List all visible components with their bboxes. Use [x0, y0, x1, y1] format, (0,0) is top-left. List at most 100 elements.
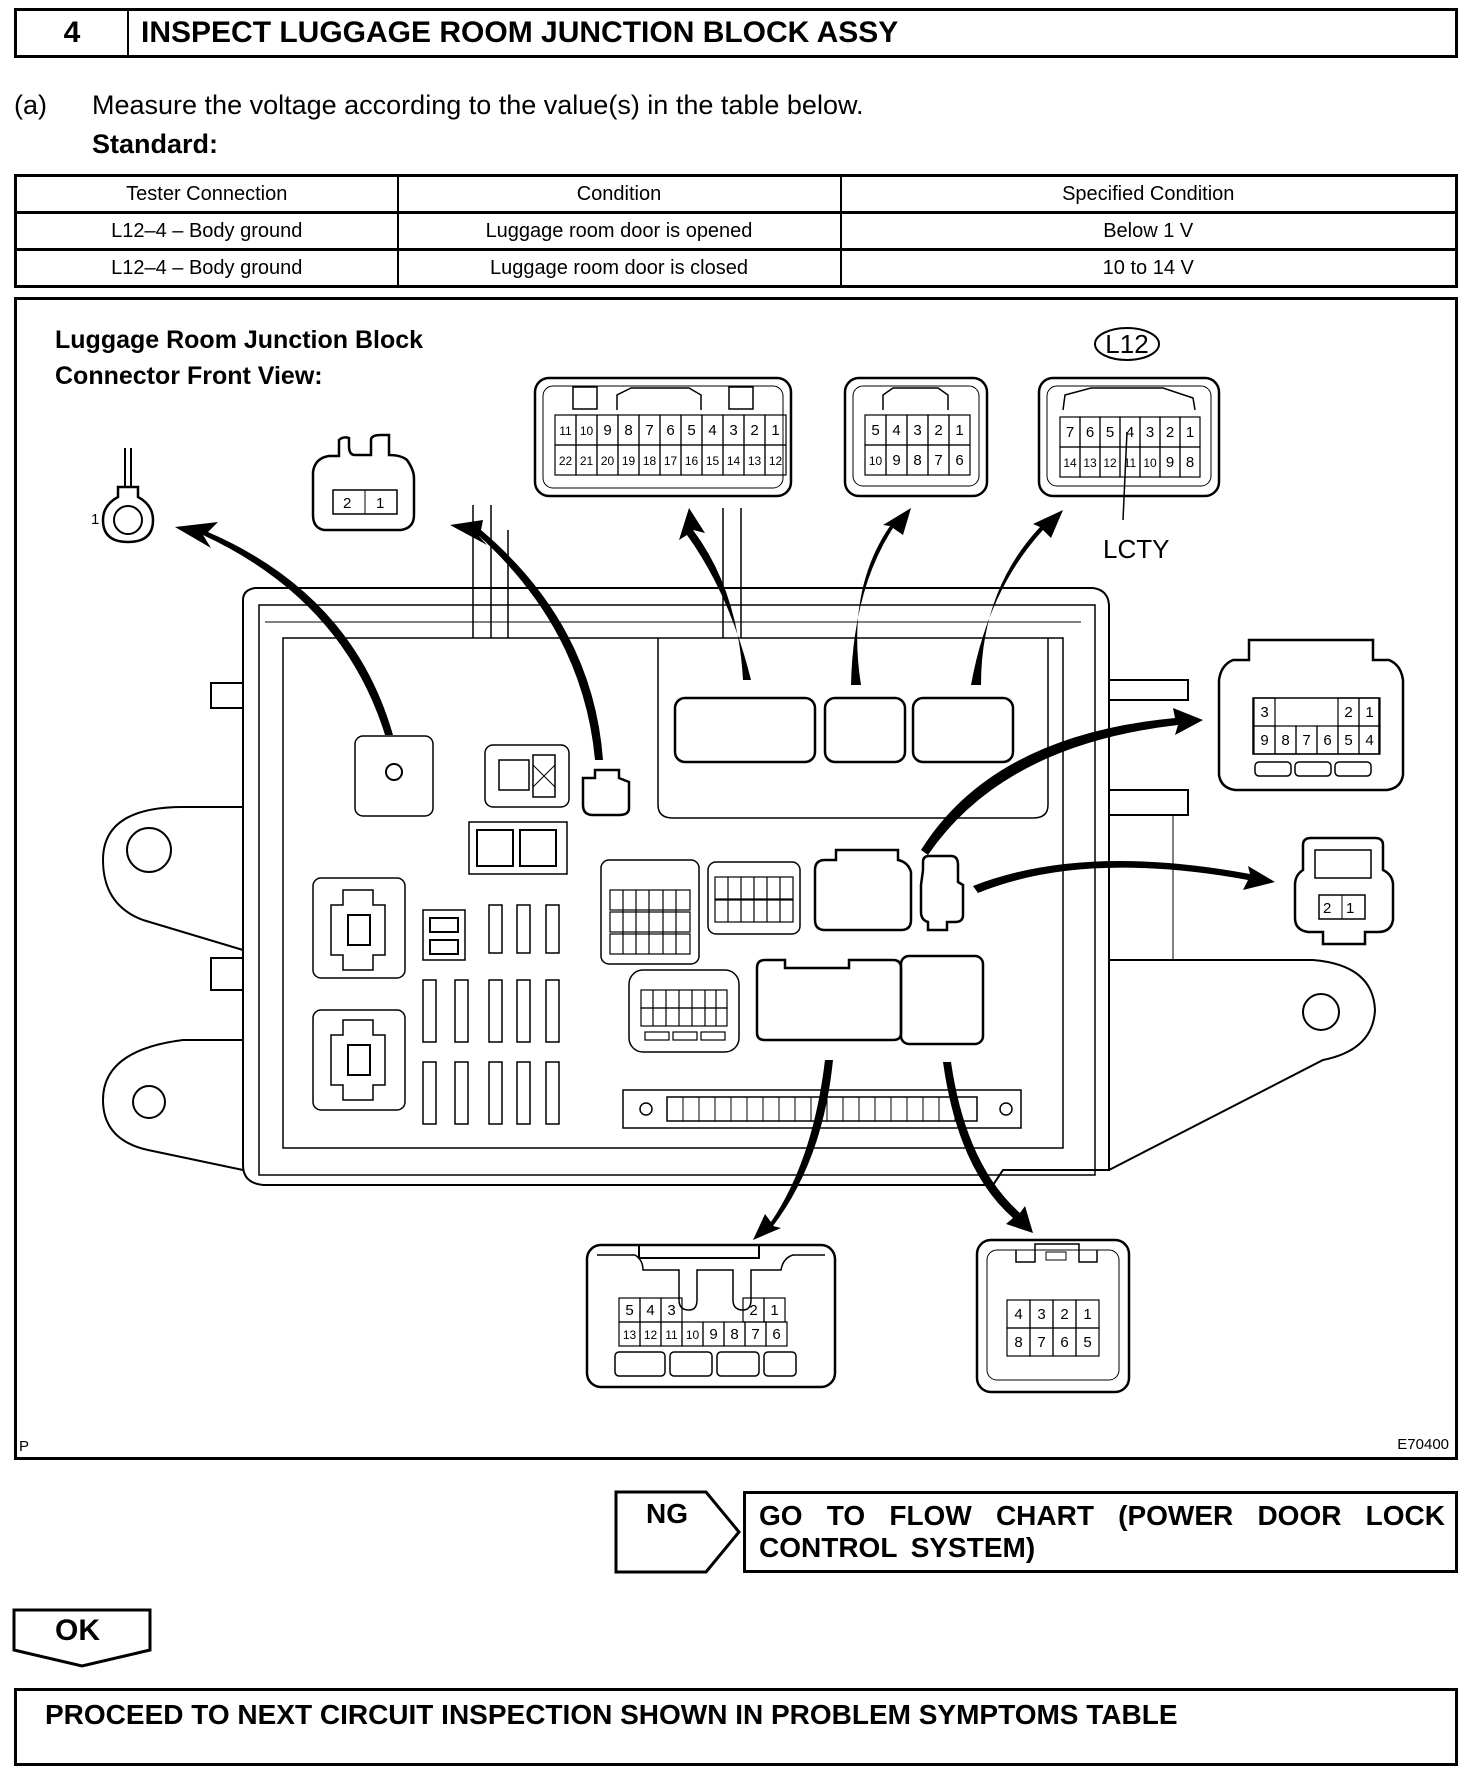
diagram-caption-line1: Luggage Room Junction Block: [55, 326, 424, 354]
pin-label: 8: [913, 452, 921, 469]
connector-seat-2pin: [581, 768, 631, 817]
pin-label: 16: [685, 454, 699, 468]
pin-label: 6: [1060, 1334, 1068, 1351]
arrow-to-22-pin: [679, 508, 751, 680]
pin-label: 5: [871, 422, 879, 439]
pin-label: 4: [1365, 732, 1373, 749]
arrow-to-2-pin-right: [973, 861, 1275, 893]
pin-label: 10: [686, 1328, 700, 1342]
pin-label: 11: [559, 424, 572, 438]
ground-terminal: 1: [91, 448, 155, 544]
pin-label: 1: [955, 422, 963, 439]
pointer-arrows: [175, 508, 1275, 1240]
pin-label: 5: [687, 422, 695, 439]
arrow-to-10-pin: [851, 508, 911, 685]
pin-label: 10: [1143, 456, 1157, 470]
pin-label: 9: [1166, 454, 1174, 471]
arrow-to-8-pin-bottom: [943, 1062, 1033, 1233]
pin-label: 1: [770, 1302, 778, 1319]
pin-label: 2: [1344, 704, 1352, 721]
pin-label: 1: [771, 422, 779, 439]
pin-cell: [765, 1321, 788, 1347]
ground-pin-label: 1: [91, 511, 99, 528]
pin-label: 9: [892, 452, 900, 469]
pin-label: 1: [1186, 424, 1194, 441]
ok-label: OK: [55, 1614, 100, 1647]
pin-label: 13: [748, 454, 762, 468]
pin-label: 17: [664, 454, 678, 468]
pin-label: 6: [1086, 424, 1094, 441]
junction-block-drawing: 1 2 1 1110987654321222120191817161514131…: [91, 327, 1405, 1394]
ng-action-box[interactable]: GO TO FLOW CHART (POWER DOOR LOCK CONTRO…: [743, 1491, 1458, 1573]
pin-label: 3: [913, 422, 921, 439]
arrow-to-9-pin-right: [921, 708, 1203, 855]
pin-label: 7: [1302, 732, 1310, 749]
cell-tester-connection: L12–4 – Body ground: [14, 211, 399, 251]
diagram-caption: Luggage Room Junction Block Connector Fr…: [55, 322, 423, 394]
ground-stud-seat: [354, 735, 434, 817]
spec-table: Tester Connection Condition Specified Co…: [14, 174, 1458, 288]
pin-label: 9: [603, 422, 611, 439]
diagram-caption-line2: Connector Front View:: [55, 362, 323, 390]
pin-cell: [948, 444, 971, 476]
table-row: L12–4 – Body ground Luggage room door is…: [14, 211, 1458, 251]
pin-label: 4: [1126, 424, 1134, 441]
pin-label: 1: [1346, 900, 1354, 917]
header-tester-connection: Tester Connection: [14, 174, 399, 214]
pin-cell: [1075, 1327, 1100, 1357]
next-step-box[interactable]: PROCEED TO NEXT CIRCUIT INSPECTION SHOWN…: [14, 1688, 1458, 1766]
block-components: [312, 696, 1022, 1129]
instruction-label: (a): [14, 90, 47, 120]
pin-label: 2: [934, 422, 942, 439]
pin-label: 9: [1260, 732, 1268, 749]
pin-label: 14: [1063, 456, 1077, 470]
pin-label: 7: [934, 452, 942, 469]
pin-label: 2: [343, 495, 351, 512]
instruction: (a)Measure the voltage according to the …: [14, 90, 863, 121]
pin-label: 2: [1060, 1306, 1068, 1323]
pin-label: 7: [1037, 1334, 1045, 1351]
cell-specified-condition: 10 to 14 V: [839, 248, 1458, 288]
pin-cell: [764, 444, 787, 476]
pin-label: 1: [1365, 704, 1373, 721]
pin-label: 3: [729, 422, 737, 439]
pin-label: 2: [750, 422, 758, 439]
pin-label: 13: [1083, 456, 1097, 470]
pin-label: 20: [601, 454, 615, 468]
table-header-row: Tester Connection Condition Specified Co…: [14, 174, 1458, 214]
ng-label: NG: [646, 1498, 688, 1529]
connector-2pin-left: 2 1: [311, 433, 416, 532]
figure-corner-label: P: [19, 1438, 30, 1455]
pin-label: 5: [1106, 424, 1114, 441]
step-number: 4: [17, 11, 129, 55]
header-specified-condition: Specified Condition: [839, 174, 1458, 214]
pin-label: 15: [706, 454, 720, 468]
junction-block-body: [101, 505, 1377, 1186]
table-row: L12–4 – Body ground Luggage room door is…: [14, 248, 1458, 288]
pin-label: 4: [708, 422, 716, 439]
pin-label: 6: [955, 452, 963, 469]
pin-cell: [1179, 446, 1201, 478]
pin-label: 2: [749, 1302, 757, 1319]
standard-label: Standard:: [92, 129, 219, 159]
header-condition: Condition: [396, 174, 842, 214]
pin-label: 9: [709, 1326, 717, 1343]
cell-tester-connection: L12–4 – Body ground: [14, 248, 399, 288]
pin-label: 7: [645, 422, 653, 439]
connector-id-label: L12: [1105, 329, 1148, 359]
pin-label: 6: [772, 1326, 780, 1343]
pin-label: 8: [1186, 454, 1194, 471]
pin-label: 6: [1323, 732, 1331, 749]
pin-label: 11: [1124, 456, 1137, 470]
pin-label: 4: [646, 1302, 654, 1319]
pin-cell: [1358, 725, 1381, 755]
